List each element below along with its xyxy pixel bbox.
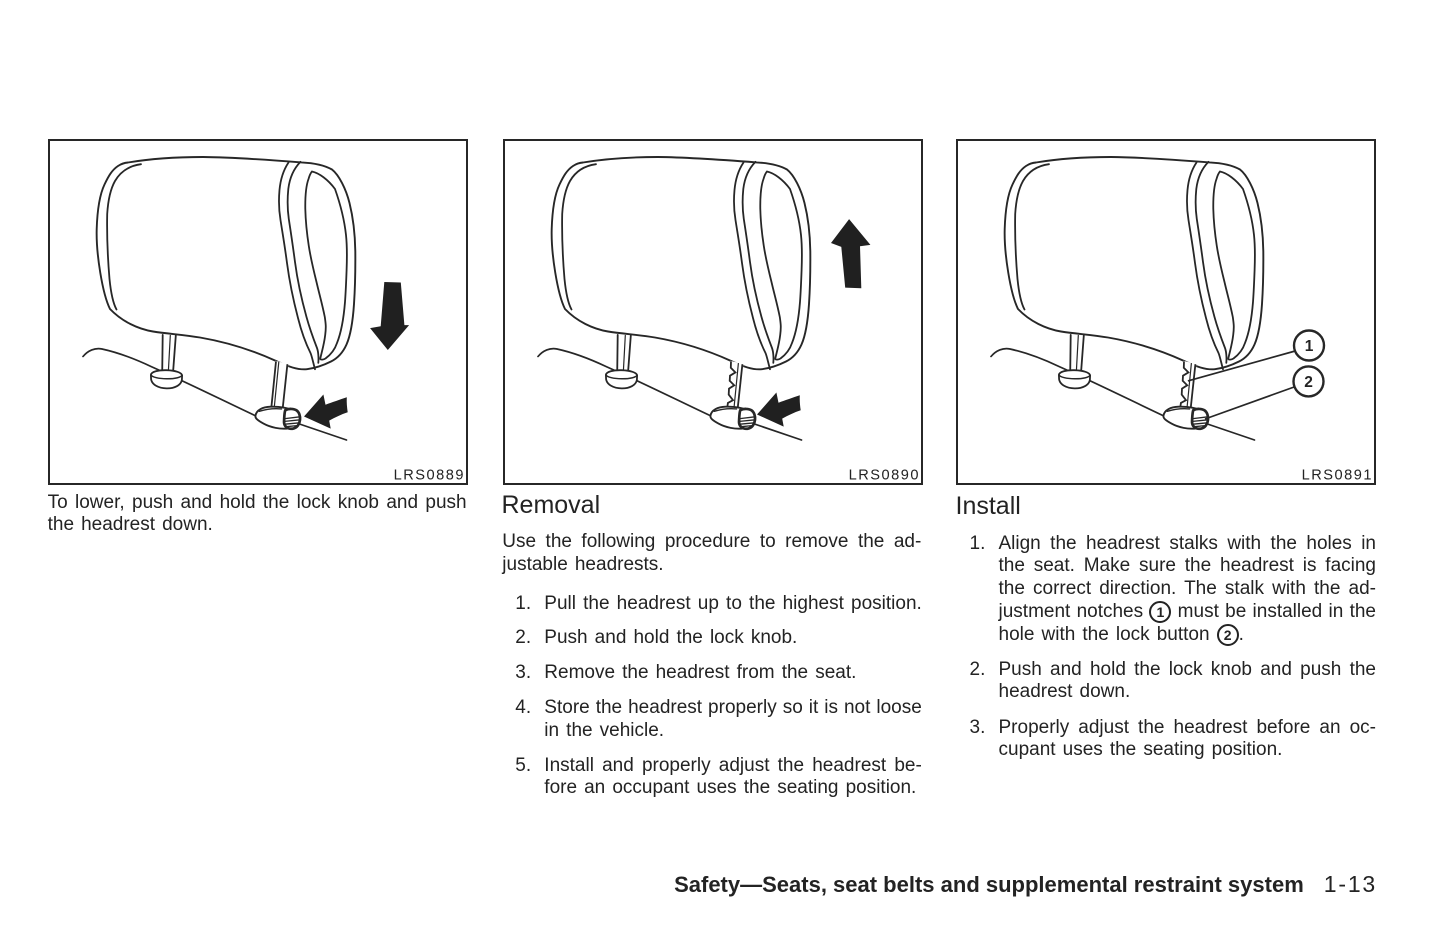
svg-text:LRS0889: LRS0889 <box>394 467 465 483</box>
svg-text:2: 2 <box>1304 374 1313 391</box>
svg-text:LRS0891: LRS0891 <box>1302 467 1373 483</box>
svg-text:LRS0890: LRS0890 <box>849 467 920 483</box>
svg-text:1: 1 <box>1305 338 1314 355</box>
